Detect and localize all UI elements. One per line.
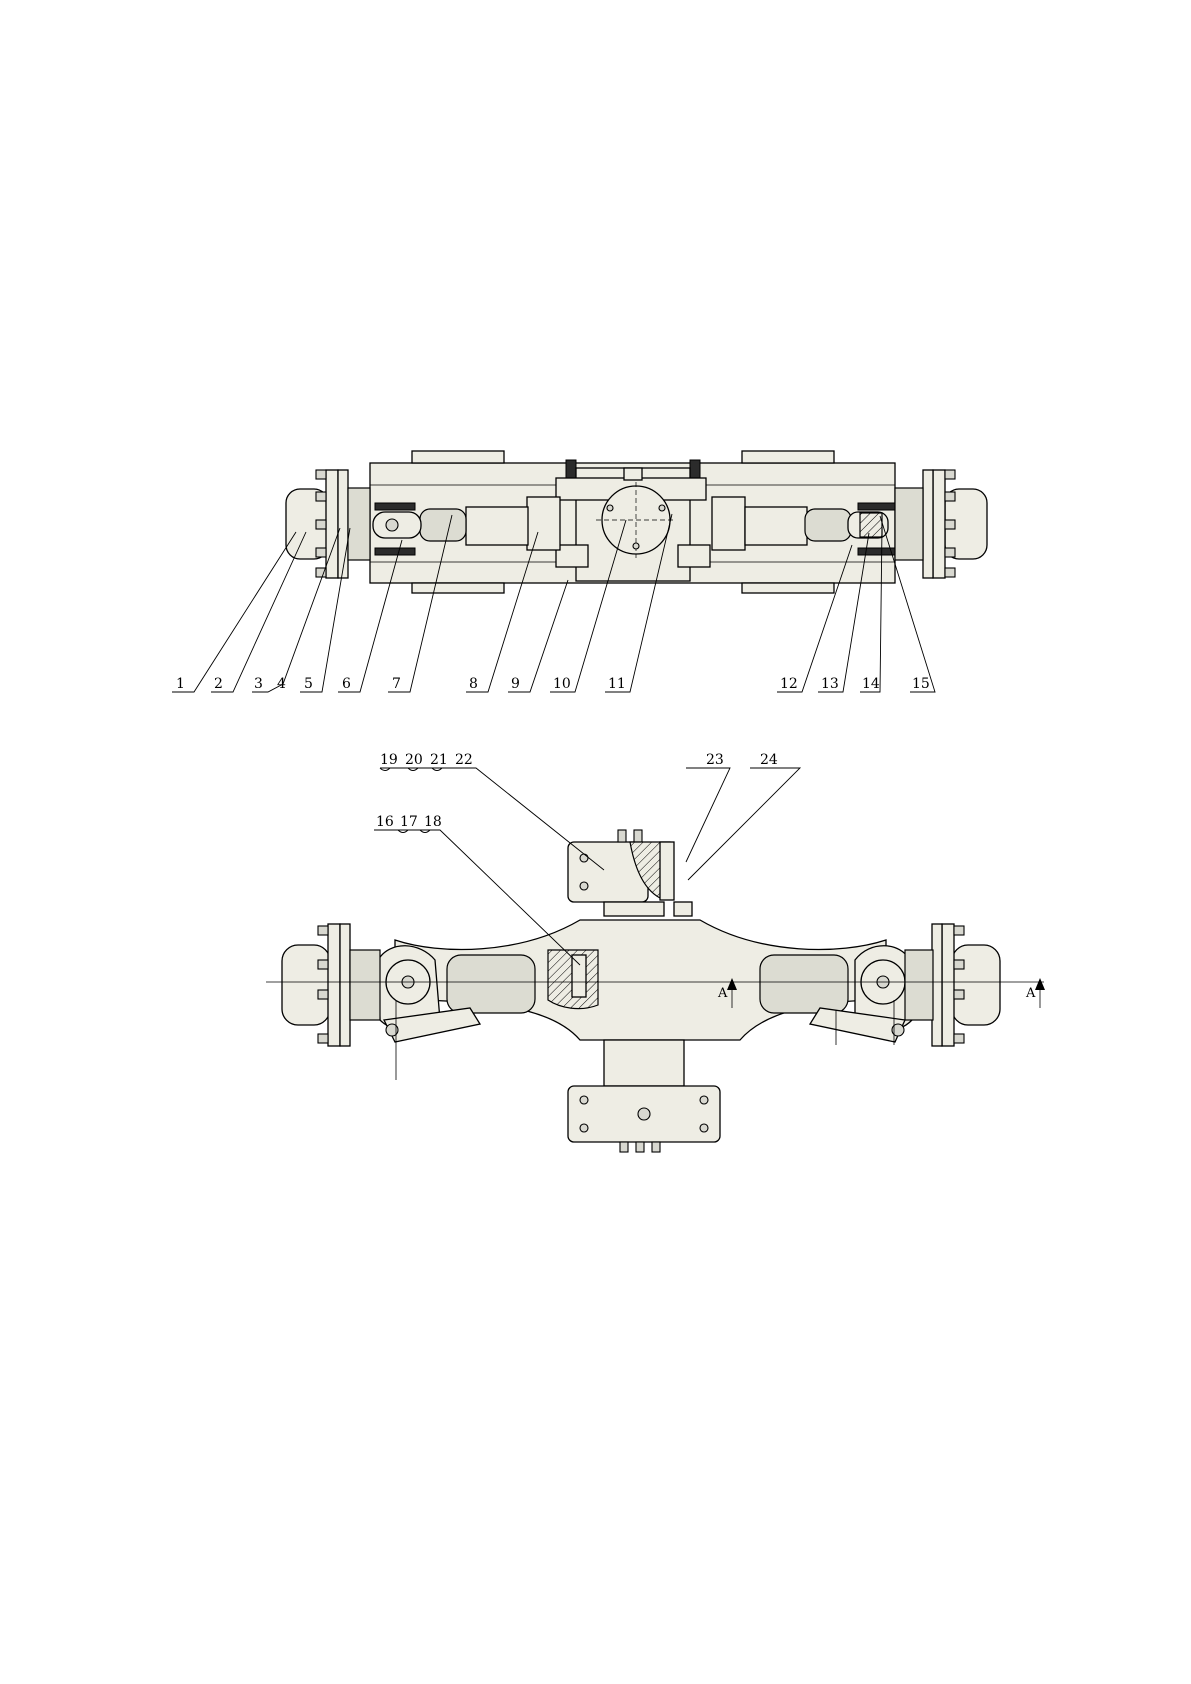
top-view: 1 2 3 4 5 6 7 8 9 10 11 12 13 14 15 <box>172 451 987 692</box>
callout-12: 12 <box>780 676 798 692</box>
callout-16: 16 <box>376 814 394 830</box>
top-pad-right <box>742 451 834 463</box>
callout-21: 21 <box>430 752 448 768</box>
callout-3: 3 <box>254 676 263 692</box>
svg-text:A: A <box>1025 986 1036 1001</box>
callout-4: 4 <box>277 676 286 692</box>
right-shaft <box>745 507 807 545</box>
callout-18: 18 <box>424 814 442 830</box>
left-hub-cap-front <box>282 945 330 1025</box>
callout-22: 22 <box>455 752 473 768</box>
callout-14: 14 <box>862 676 880 692</box>
callout-20: 20 <box>405 752 423 768</box>
callout-5: 5 <box>304 676 313 692</box>
callout-10: 10 <box>553 676 571 692</box>
left-shaft <box>466 507 528 545</box>
svg-text:A: A <box>717 986 728 1001</box>
right-side-block <box>712 497 745 550</box>
bottom-pad-left <box>412 583 504 593</box>
callout-8: 8 <box>469 676 478 692</box>
callout-9: 9 <box>511 676 520 692</box>
section-mark-right: A <box>1025 978 1045 1008</box>
callout-7: 7 <box>392 676 401 692</box>
front-view: A A 19 20 21 22 23 24 16 17 18 <box>266 752 1045 1152</box>
callout-6: 6 <box>342 676 351 692</box>
callout-11: 11 <box>608 676 626 692</box>
callout-1: 1 <box>176 676 185 692</box>
bottom-neck <box>604 1040 684 1086</box>
left-side-block <box>527 497 560 550</box>
bottom-pad-right <box>742 583 834 593</box>
callout-24: 24 <box>760 752 778 768</box>
right-flange <box>933 470 945 578</box>
top-pad-left <box>412 451 504 463</box>
right-flange-bolts <box>945 470 955 577</box>
callout-19: 19 <box>380 752 398 768</box>
left-flange-bolts <box>316 470 326 577</box>
callout-23: 23 <box>706 752 724 768</box>
callout-13: 13 <box>821 676 839 692</box>
callout-15: 15 <box>912 676 930 692</box>
callout-2: 2 <box>214 676 223 692</box>
callout-17: 17 <box>400 814 418 830</box>
right-hub-cap-front <box>952 945 1000 1025</box>
